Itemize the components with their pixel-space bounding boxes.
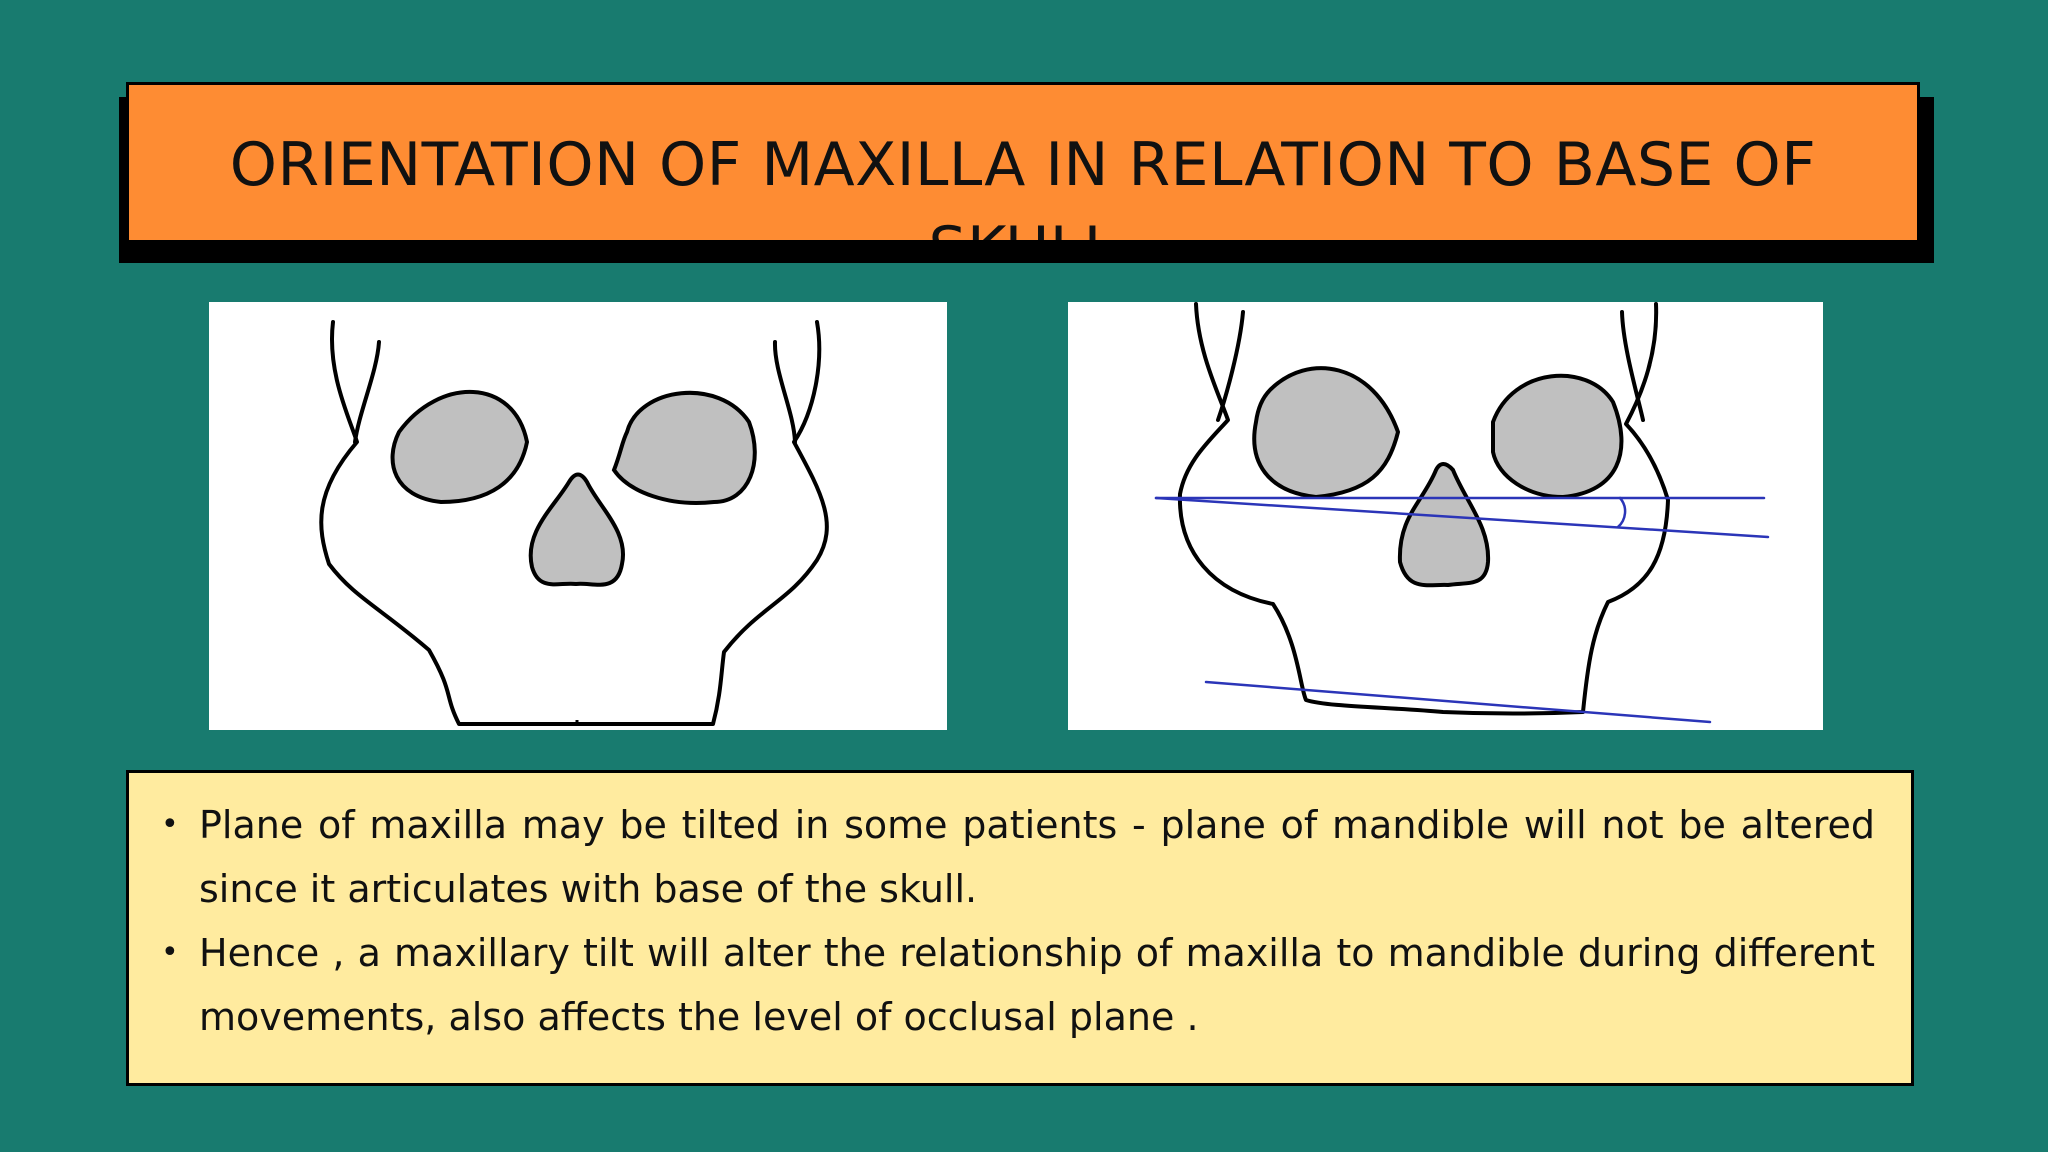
slide-title: ORIENTATION OF MAXILLA IN RELATION TO BA… [229,130,1817,240]
explanation-box: • Plane of maxilla may be tilted in some… [126,770,1914,1086]
bullet-marker: • [161,807,179,842]
bullet-list: • Plane of maxilla may be tilted in some… [161,793,1875,1049]
bullet-text: Plane of maxilla may be tilted in some p… [199,803,1875,911]
skull-tilted-maxilla-figure [1068,302,1823,730]
bullet-text: Hence , a maxillary tilt will alter the … [199,931,1875,1039]
list-item: • Plane of maxilla may be tilted in some… [161,793,1875,921]
title-banner: ORIENTATION OF MAXILLA IN RELATION TO BA… [126,82,1920,243]
list-item: • Hence , a maxillary tilt will alter th… [161,921,1875,1049]
skull-front-view-with-planes-icon [1154,302,1770,724]
skull-front-view-icon [319,320,829,726]
bullet-marker: • [161,935,179,970]
skull-untilted-figure [209,302,947,730]
